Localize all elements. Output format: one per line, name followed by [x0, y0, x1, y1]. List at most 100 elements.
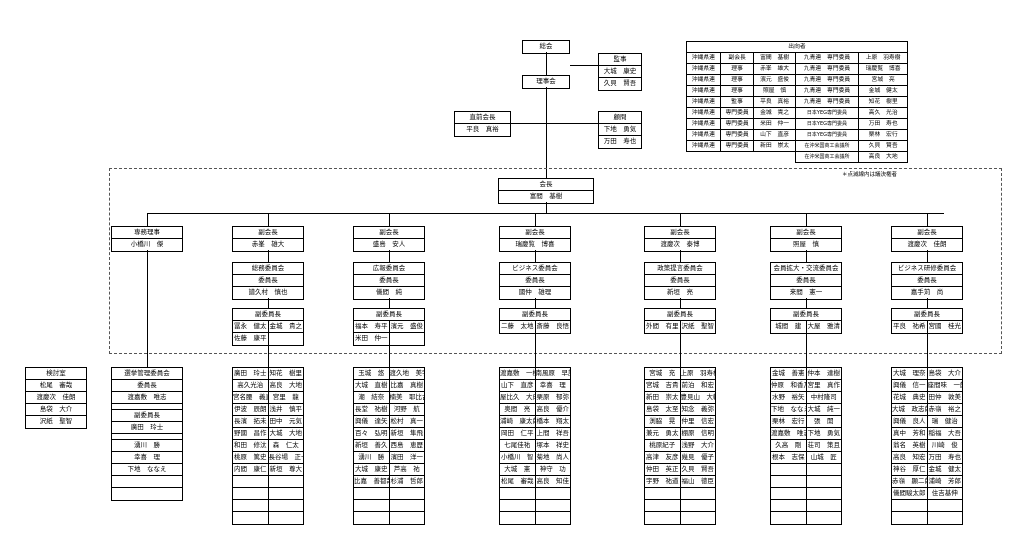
connector-line [389, 344, 390, 367]
connector-line [927, 250, 928, 262]
member-name: 山城 匠 [805, 452, 842, 463]
member-row: 宮城 吉貴前泊 和宏 [645, 380, 715, 392]
member-row [233, 476, 303, 488]
election-vice-name: 廣田 玲士 [112, 422, 182, 434]
member-row: 長堂 祐樹河野 航 [354, 404, 424, 416]
member-row [645, 488, 715, 500]
vice-chair-box: 副委員長冨永 健太金城 貴之佐藤 康平 [232, 308, 304, 346]
connector-line [680, 298, 681, 308]
past-president-name: 平良 真裕 [466, 125, 499, 133]
member-row: 赤嶺 顯二郎浦崎 芳郎 [892, 476, 962, 488]
member-name [388, 333, 425, 345]
member-row: 和田 修汰森 仁太 [233, 440, 303, 452]
observer-cell: 高良 大地 [858, 151, 908, 163]
member-name: 新垣 善久 [355, 441, 388, 449]
connector-line [535, 298, 536, 308]
observer-cell: 金城 健太 [858, 85, 908, 97]
inspection-member: 渡慶次 佳朗 [26, 392, 86, 404]
member-name: 兼元 勇太 [646, 429, 679, 437]
observer-cell: 九青連 専門委員 [794, 74, 860, 86]
vice-president-box: 副会長渡慶次 佳朗 [891, 226, 963, 252]
member-name [233, 500, 268, 511]
election-member: 下地 ななえ [112, 464, 182, 476]
member-name: 斎藤 良悟 [534, 321, 571, 333]
member-row: 廣田 玲士知花 樹里 [233, 368, 303, 380]
member-name [388, 488, 425, 499]
member-row [354, 512, 424, 524]
member-name: 中村隆司 [805, 392, 842, 403]
observer-cell: 九青連 専門委員 [794, 96, 860, 108]
member-name [679, 512, 716, 524]
vice-chair-box: 副委員長平良 祐希宮國 桂光 [891, 308, 963, 334]
member-name: 菊地 尚人 [534, 452, 569, 463]
member-row: 島袋 太至知念 義弥 [645, 404, 715, 416]
committee-box: 広報委員会委員長儀間 純 [353, 262, 425, 300]
member-name: 新垣 隼飛 [388, 428, 423, 439]
observer-cell: 高久 光治 [858, 107, 908, 119]
observer-cell: 平良 真裕 [753, 96, 796, 108]
vice-president-box: 副会長渡慶次 泰博 [644, 226, 716, 252]
vice-chair-row: 城間 建大屋 雅清 [771, 321, 841, 333]
member-name: 仲本 達樹 [805, 368, 840, 379]
observer-cell: 専門委員 [719, 118, 755, 130]
member-name: 米田 仲一 [355, 334, 388, 342]
member-row: 新垣 善久西島 恵歴 [354, 440, 424, 452]
observer-row: 沖縄県連専門委員新田 崇太在沖米国商工会議所久貝 賢吾 [686, 140, 908, 152]
voting-note: ＊点滅線内は議決権者 [842, 172, 898, 178]
auditor-member: 久貝 賢吾 [603, 79, 637, 87]
observer-cell: 沖縄県連 [686, 140, 721, 152]
member-row: 神谷 厚仁金城 健太 [892, 464, 962, 476]
member-row [645, 500, 715, 512]
member-name: 桃原紀子 [649, 441, 676, 449]
voting-boundary [109, 168, 1002, 354]
past-president-box: 直前会長平良 真裕 [454, 111, 511, 137]
member-row: 大城 直樹比嘉 真樹 [354, 380, 424, 392]
member-row: 渡嘉敷 一樹南風原 早記 [500, 368, 570, 380]
connector-line [927, 213, 928, 226]
member-row: 桃原紀子浅野 大介 [645, 440, 715, 452]
committee-name: 政策提言委員会 [645, 263, 715, 275]
member-row: 大城 理奈島袋 大介 [892, 368, 962, 380]
member-name [771, 500, 806, 511]
member-name: 稲福 大吾 [926, 428, 961, 439]
member-name: 久貝 賢吾 [679, 464, 714, 475]
connector-line [268, 250, 269, 262]
vice-president-title: 副会長 [645, 227, 715, 239]
connector-line [806, 213, 807, 226]
member-name: 濱元 盛俊 [388, 321, 423, 332]
chair-title: 委員長 [771, 275, 841, 287]
vice-chair-row: 福本 寿平濱元 盛俊 [354, 321, 424, 333]
member-name: 長谷場 正一 [267, 452, 303, 463]
member-name: 座間味 一朗 [926, 380, 962, 391]
chair-title: 委員長 [354, 275, 424, 287]
observer-row: 沖縄県連監事平良 真裕九青連 専門委員知花 樹里 [686, 96, 908, 108]
member-name: 興儀 信一 [893, 381, 926, 389]
connector-line [268, 213, 269, 226]
spacer [112, 404, 182, 410]
member-name: 長堂 祐樹 [355, 405, 388, 413]
member-name [805, 488, 842, 499]
member-name: 下地 ななえ [771, 405, 806, 413]
member-name [500, 488, 535, 499]
observer-cell: 瑞慶覧 博喜 [858, 63, 908, 75]
member-row: 久高 剛荘司 策且 [771, 440, 841, 452]
observer-cell: 沖縄県連 [686, 74, 721, 86]
connector-line [147, 213, 944, 214]
member-name [771, 512, 806, 524]
committee-name: 会員拡大・交流委員会 [771, 263, 841, 275]
member-row: 浦崎 康太郎橋本 翔太 [500, 416, 570, 428]
member-name: 大城 純一 [805, 404, 840, 415]
member-name: 前泊 和宏 [679, 380, 714, 391]
member-row [771, 500, 841, 512]
observer-cell: 知花 樹里 [858, 96, 908, 108]
member-name: 宮里 龍 [267, 392, 304, 403]
observer-cell: 専門委員 [719, 107, 755, 119]
vice-president-title: 副会長 [500, 227, 570, 239]
member-name: 知花 樹里 [267, 368, 302, 379]
member-row [233, 512, 303, 524]
member-name: 上原 羽寿樹 [679, 368, 715, 379]
observer-cell: 日本YEG専門委員 [794, 107, 860, 119]
connector-line [389, 213, 390, 226]
chair-title: 委員長 [233, 275, 303, 287]
